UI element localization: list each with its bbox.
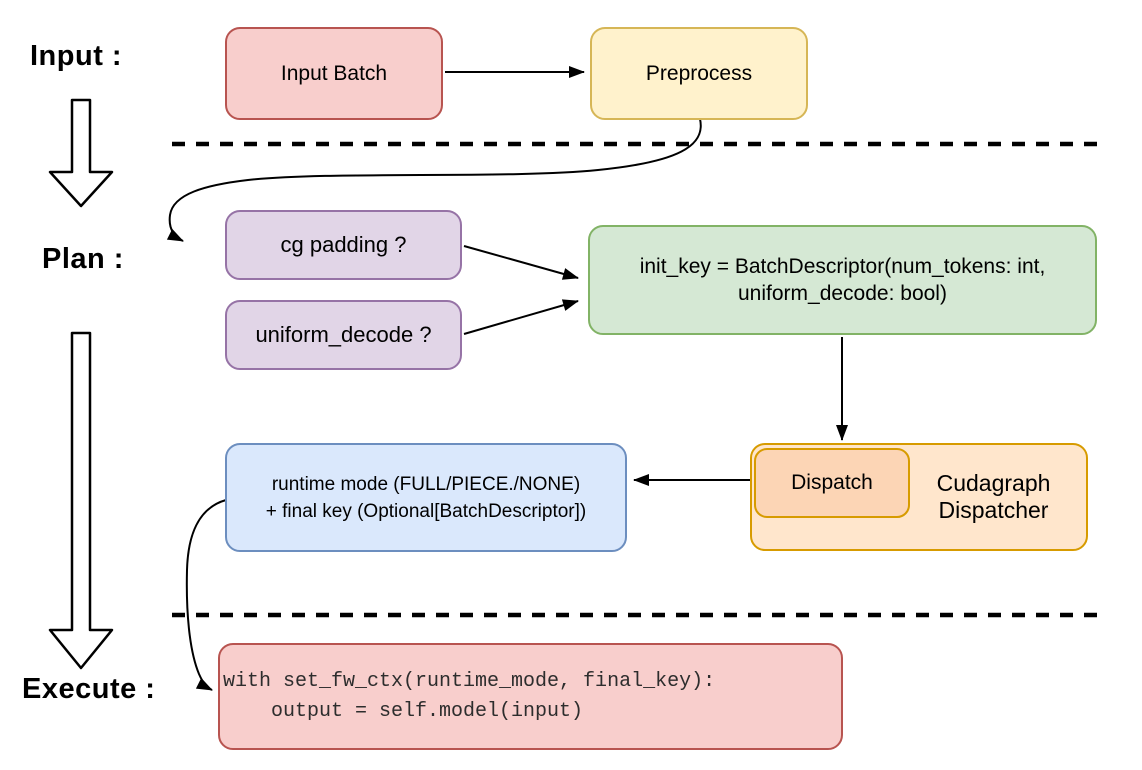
node-cg-padding-label: cg padding ? xyxy=(280,232,407,257)
node-preprocess-label: Preprocess xyxy=(645,61,753,85)
execute-code-line1: with set_fw_ctx(runtime_mode, final_key)… xyxy=(223,669,716,693)
node-dispatch: Dispatch xyxy=(754,448,910,518)
execute-code-line2: output = self.model(input) xyxy=(223,699,584,723)
arrow-uniform-decode-to-init-key xyxy=(463,299,579,335)
arrow-cg-padding-to-init-key xyxy=(463,245,579,280)
node-input-batch: Input Batch xyxy=(225,27,443,120)
node-cg-padding: cg padding ? xyxy=(225,210,462,280)
node-cudagraph-dispatcher-line1: Cudagraph xyxy=(936,470,1051,496)
node-init-key-line2: uniform_decode: bool) xyxy=(738,282,947,305)
node-runtime-key-line1: runtime mode (FULL/PIECE./NONE) xyxy=(271,473,581,495)
stage-arrow-input-to-plan-icon xyxy=(48,98,114,208)
node-cudagraph-dispatcher-line2: Dispatcher xyxy=(938,497,1049,523)
stage-arrow-plan-to-execute-icon xyxy=(48,331,114,670)
node-execute-code: with set_fw_ctx(runtime_mode, final_key)… xyxy=(218,643,843,750)
stage-label-execute: Execute : xyxy=(22,673,156,705)
node-init-key: init_key = BatchDescriptor(num_tokens: i… xyxy=(588,225,1097,335)
node-preprocess: Preprocess xyxy=(590,27,808,120)
node-uniform-decode-label: uniform_decode ? xyxy=(255,322,432,347)
node-runtime-key-line2: + final key (Optional[BatchDescriptor]) xyxy=(265,500,587,522)
node-init-key-line1: init_key = BatchDescriptor(num_tokens: i… xyxy=(639,255,1046,278)
node-dispatch-label: Dispatch xyxy=(791,471,873,494)
node-cudagraph-dispatcher: Cudagraph Dispatcher Dispatch xyxy=(750,443,1088,551)
stage-label-input: Input : xyxy=(30,40,123,72)
node-input-batch-label: Input Batch xyxy=(280,61,388,85)
node-uniform-decode: uniform_decode ? xyxy=(225,300,462,370)
stage-label-plan: Plan : xyxy=(42,243,124,275)
node-runtime-key: runtime mode (FULL/PIECE./NONE) + final … xyxy=(225,443,627,552)
